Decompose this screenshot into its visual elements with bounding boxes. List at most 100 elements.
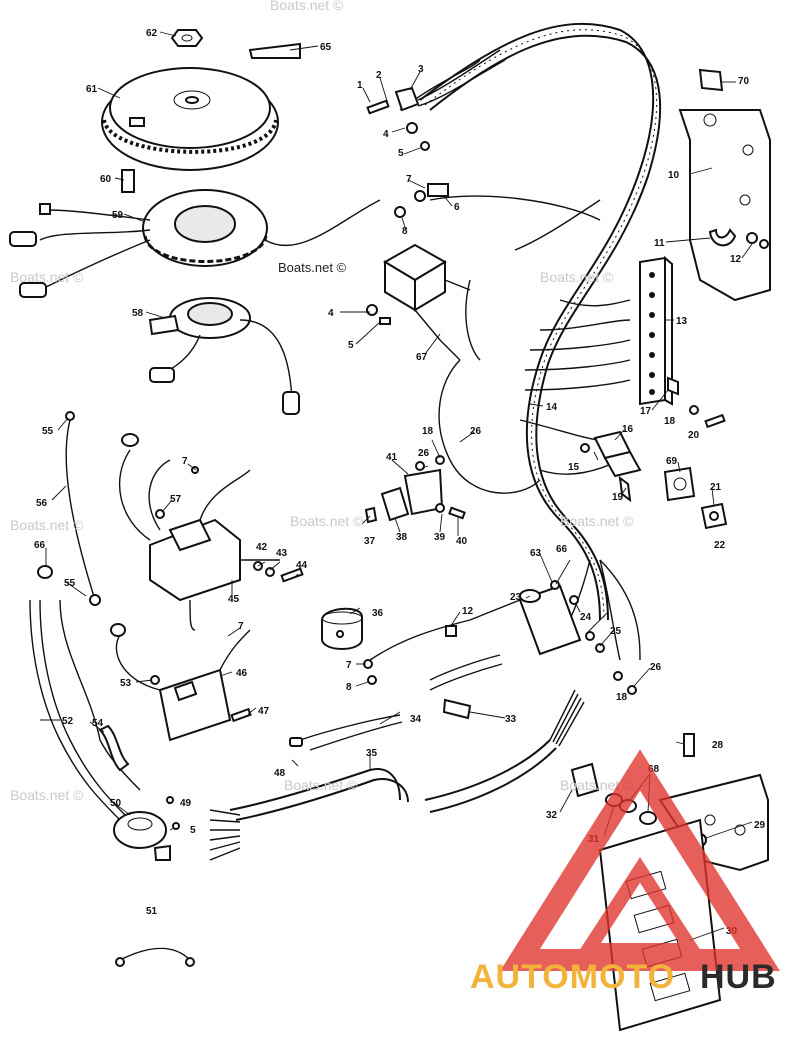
- switch-assembly: [366, 49, 506, 151]
- watermark-faint-1: Boats.net ©: [10, 269, 84, 285]
- callout-8: 8: [402, 226, 408, 237]
- callout-16: 16: [622, 424, 634, 435]
- watermark-faint-3: Boats.net ©: [10, 517, 84, 533]
- callout-65: 65: [320, 42, 332, 53]
- callout-12: 12: [462, 606, 474, 617]
- screw-28: [683, 733, 695, 757]
- callout-17: 17: [640, 406, 652, 417]
- battery-cable-33: [429, 625, 503, 720]
- rectifier-bolt: [394, 183, 449, 218]
- callout-10: 10: [668, 170, 680, 181]
- callout-44: 44: [296, 560, 308, 571]
- logo-triangle-outer: [500, 749, 780, 971]
- tube-54: [98, 724, 130, 772]
- callout-67: 67: [416, 352, 428, 363]
- callout-34: 34: [410, 714, 422, 725]
- callout-41: 41: [386, 452, 398, 463]
- callout-labels: 1 2 3 4 4 5 5 5 6 7 7 7 7 8 8 10 11 12 1…: [34, 28, 766, 937]
- callout-15: 15: [568, 462, 580, 473]
- callout-24: 24: [580, 612, 592, 623]
- callout-36: 36: [372, 608, 384, 619]
- callout-33: 33: [505, 714, 517, 725]
- callout-18: 18: [616, 692, 628, 703]
- callout-26: 26: [650, 662, 662, 673]
- callout-25: 25: [610, 626, 622, 637]
- callout-29: 29: [754, 820, 766, 831]
- choke-solenoid: [113, 796, 180, 861]
- callout-38: 38: [396, 532, 408, 543]
- callout-60: 60: [100, 174, 112, 185]
- watermark-faint-4: Boats.net ©: [290, 513, 364, 529]
- harness-52: [29, 599, 141, 821]
- callout-26: 26: [470, 426, 482, 437]
- callout-35: 35: [366, 748, 378, 759]
- starter-solenoid: [518, 580, 637, 695]
- callout-20: 20: [688, 430, 700, 441]
- callout-2: 2: [376, 70, 382, 81]
- cable-right: [424, 689, 585, 813]
- callout-7: 7: [406, 174, 412, 185]
- callout-22: 22: [714, 540, 726, 551]
- watermark-faint-7: Boats.net ©: [284, 777, 358, 793]
- callout-39: 39: [434, 532, 446, 543]
- callout-43: 43: [276, 548, 288, 559]
- callout-63: 63: [530, 548, 542, 559]
- callout-26: 26: [418, 448, 430, 459]
- brand-name-part2: HUB: [700, 958, 777, 996]
- callout-59: 59: [112, 210, 124, 221]
- callout-6: 6: [454, 202, 460, 213]
- callout-49: 49: [180, 798, 192, 809]
- watermark-faint-2: Boats.net ©: [540, 269, 614, 285]
- key-switch: [580, 430, 642, 503]
- callout-4: 4: [328, 308, 334, 319]
- callout-8: 8: [346, 682, 352, 693]
- watermark-faint-6: Boats.net ©: [10, 787, 84, 803]
- callout-5: 5: [398, 148, 404, 159]
- switch-nut-plate: [700, 502, 728, 530]
- flywheel-nut: [170, 29, 204, 47]
- cable-34: [289, 714, 403, 751]
- callout-21: 21: [710, 482, 722, 493]
- callout-11: 11: [654, 238, 665, 249]
- callout-32: 32: [546, 810, 558, 821]
- callout-42: 42: [256, 542, 268, 553]
- callout-14: 14: [546, 402, 558, 413]
- callout-58: 58: [132, 308, 144, 319]
- ground-lead-51: [115, 947, 195, 967]
- watermark-faint-9: Boats.net ©: [270, 0, 344, 13]
- callout-23: 23: [510, 592, 522, 603]
- callout-45: 45: [228, 594, 240, 605]
- callout-5: 5: [190, 825, 196, 836]
- callout-28: 28: [712, 740, 724, 751]
- callout-7: 7: [182, 456, 188, 467]
- leader-lines: [40, 31, 753, 941]
- callout-50: 50: [110, 798, 122, 809]
- stator: [9, 189, 381, 298]
- timer-base: [148, 297, 300, 415]
- callout-47: 47: [258, 706, 270, 717]
- callout-12: 12: [730, 254, 742, 265]
- brand-logo: AUTOMOTO HUB: [470, 749, 780, 996]
- callout-51: 51: [146, 906, 158, 917]
- callout-4: 4: [383, 129, 389, 140]
- relay: [364, 486, 466, 524]
- main-wiring-harness: [399, 22, 662, 661]
- power-pack-45: [118, 433, 280, 631]
- callout-69: 69: [666, 456, 678, 467]
- cable-35: [209, 768, 409, 861]
- ground-strap: [37, 411, 101, 606]
- callout-46: 46: [236, 668, 248, 679]
- logo-triangle-inner: [575, 857, 705, 957]
- callout-13: 13: [676, 316, 688, 327]
- watermark-faint-5: Boats.net ©: [560, 513, 634, 529]
- sensor-36: [321, 599, 521, 685]
- callout-52: 52: [62, 716, 74, 727]
- callout-19: 19: [612, 492, 624, 503]
- clamp: [708, 228, 769, 249]
- callout-7: 7: [238, 621, 244, 632]
- callout-53: 53: [120, 678, 132, 689]
- callout-5: 5: [348, 340, 354, 351]
- callout-48: 48: [274, 768, 286, 779]
- callout-37: 37: [364, 536, 376, 547]
